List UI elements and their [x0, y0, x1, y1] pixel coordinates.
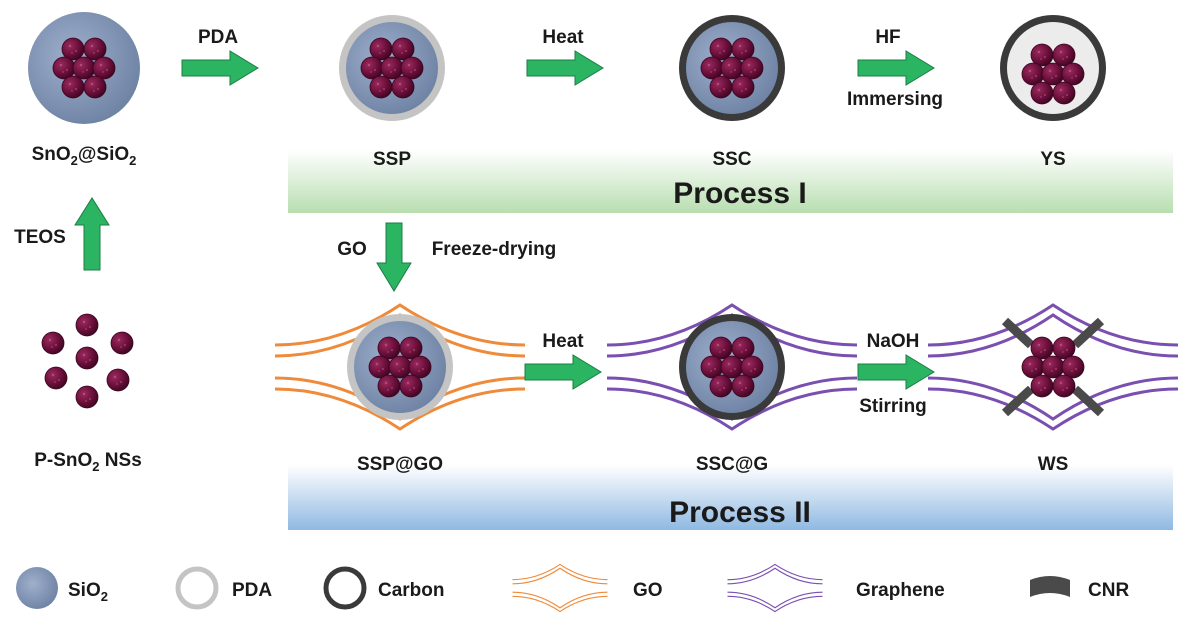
heat-arrow-2 [524, 354, 602, 390]
go-step-label: GO [337, 239, 367, 260]
ys-particle [1000, 15, 1106, 121]
cnr-connectors [1001, 317, 1105, 417]
teos-step-label: TEOS [14, 227, 66, 248]
ssc-label: SSC [712, 149, 751, 170]
process-2-label: Process II [669, 496, 811, 529]
legend-graphene-label: Graphene [856, 580, 945, 601]
go-arrow [376, 222, 412, 292]
legend-pda-label: PDA [232, 580, 272, 601]
heat-step-label-2: Heat [542, 331, 584, 352]
pda-step-label: PDA [198, 27, 238, 48]
pda-arrow [181, 50, 259, 86]
naoh-arrow [857, 354, 935, 390]
p-sno2-nanospheres [41, 313, 134, 409]
p-sno2-label: P-SnO2 NSs [34, 450, 142, 474]
ws-particle [926, 303, 1180, 431]
ssc-g-particle [605, 303, 859, 431]
teos-arrow [74, 197, 110, 271]
stirring-step-label: Stirring [859, 396, 927, 417]
legend-carbon-swatch [323, 566, 367, 610]
heat-step-label-1: Heat [542, 27, 584, 48]
legend-graphene-swatch [726, 563, 824, 613]
ssp-particle [339, 15, 445, 121]
legend-pda-swatch [175, 566, 219, 610]
legend-sio2-label: SiO2 [68, 580, 108, 604]
legend-sio2-swatch [16, 567, 58, 609]
legend: SiO2 PDA Carbon GO Graphene CNR [16, 563, 1129, 613]
process-1-band [288, 150, 1173, 213]
ssc-particle [679, 15, 785, 121]
sno2-sio2-label: SnO2@SiO2 [32, 144, 137, 168]
legend-carbon-label: Carbon [378, 580, 445, 601]
hf-step-label: HF [875, 27, 900, 48]
ys-label: YS [1040, 149, 1065, 170]
naoh-step-label: NaOH [867, 331, 920, 352]
freeze-drying-step-label: Freeze-drying [432, 239, 557, 260]
ssp-label: SSP [373, 149, 411, 170]
ssc-g-label: SSC@G [696, 454, 768, 475]
legend-go-label: GO [633, 580, 663, 601]
legend-cnr-swatch [1030, 576, 1070, 597]
hf-arrow [857, 50, 935, 86]
ws-label: WS [1038, 454, 1069, 475]
process-1-label: Process I [673, 177, 806, 210]
process-2-band [288, 465, 1173, 530]
legend-cnr-label: CNR [1088, 580, 1129, 601]
legend-go-swatch [511, 563, 609, 613]
sno2-sio2-particle [28, 12, 140, 124]
ssp-go-label: SSP@GO [357, 454, 443, 475]
immersing-step-label: Immersing [847, 89, 943, 110]
ssp-go-particle [273, 303, 527, 431]
heat-arrow-1 [526, 50, 604, 86]
